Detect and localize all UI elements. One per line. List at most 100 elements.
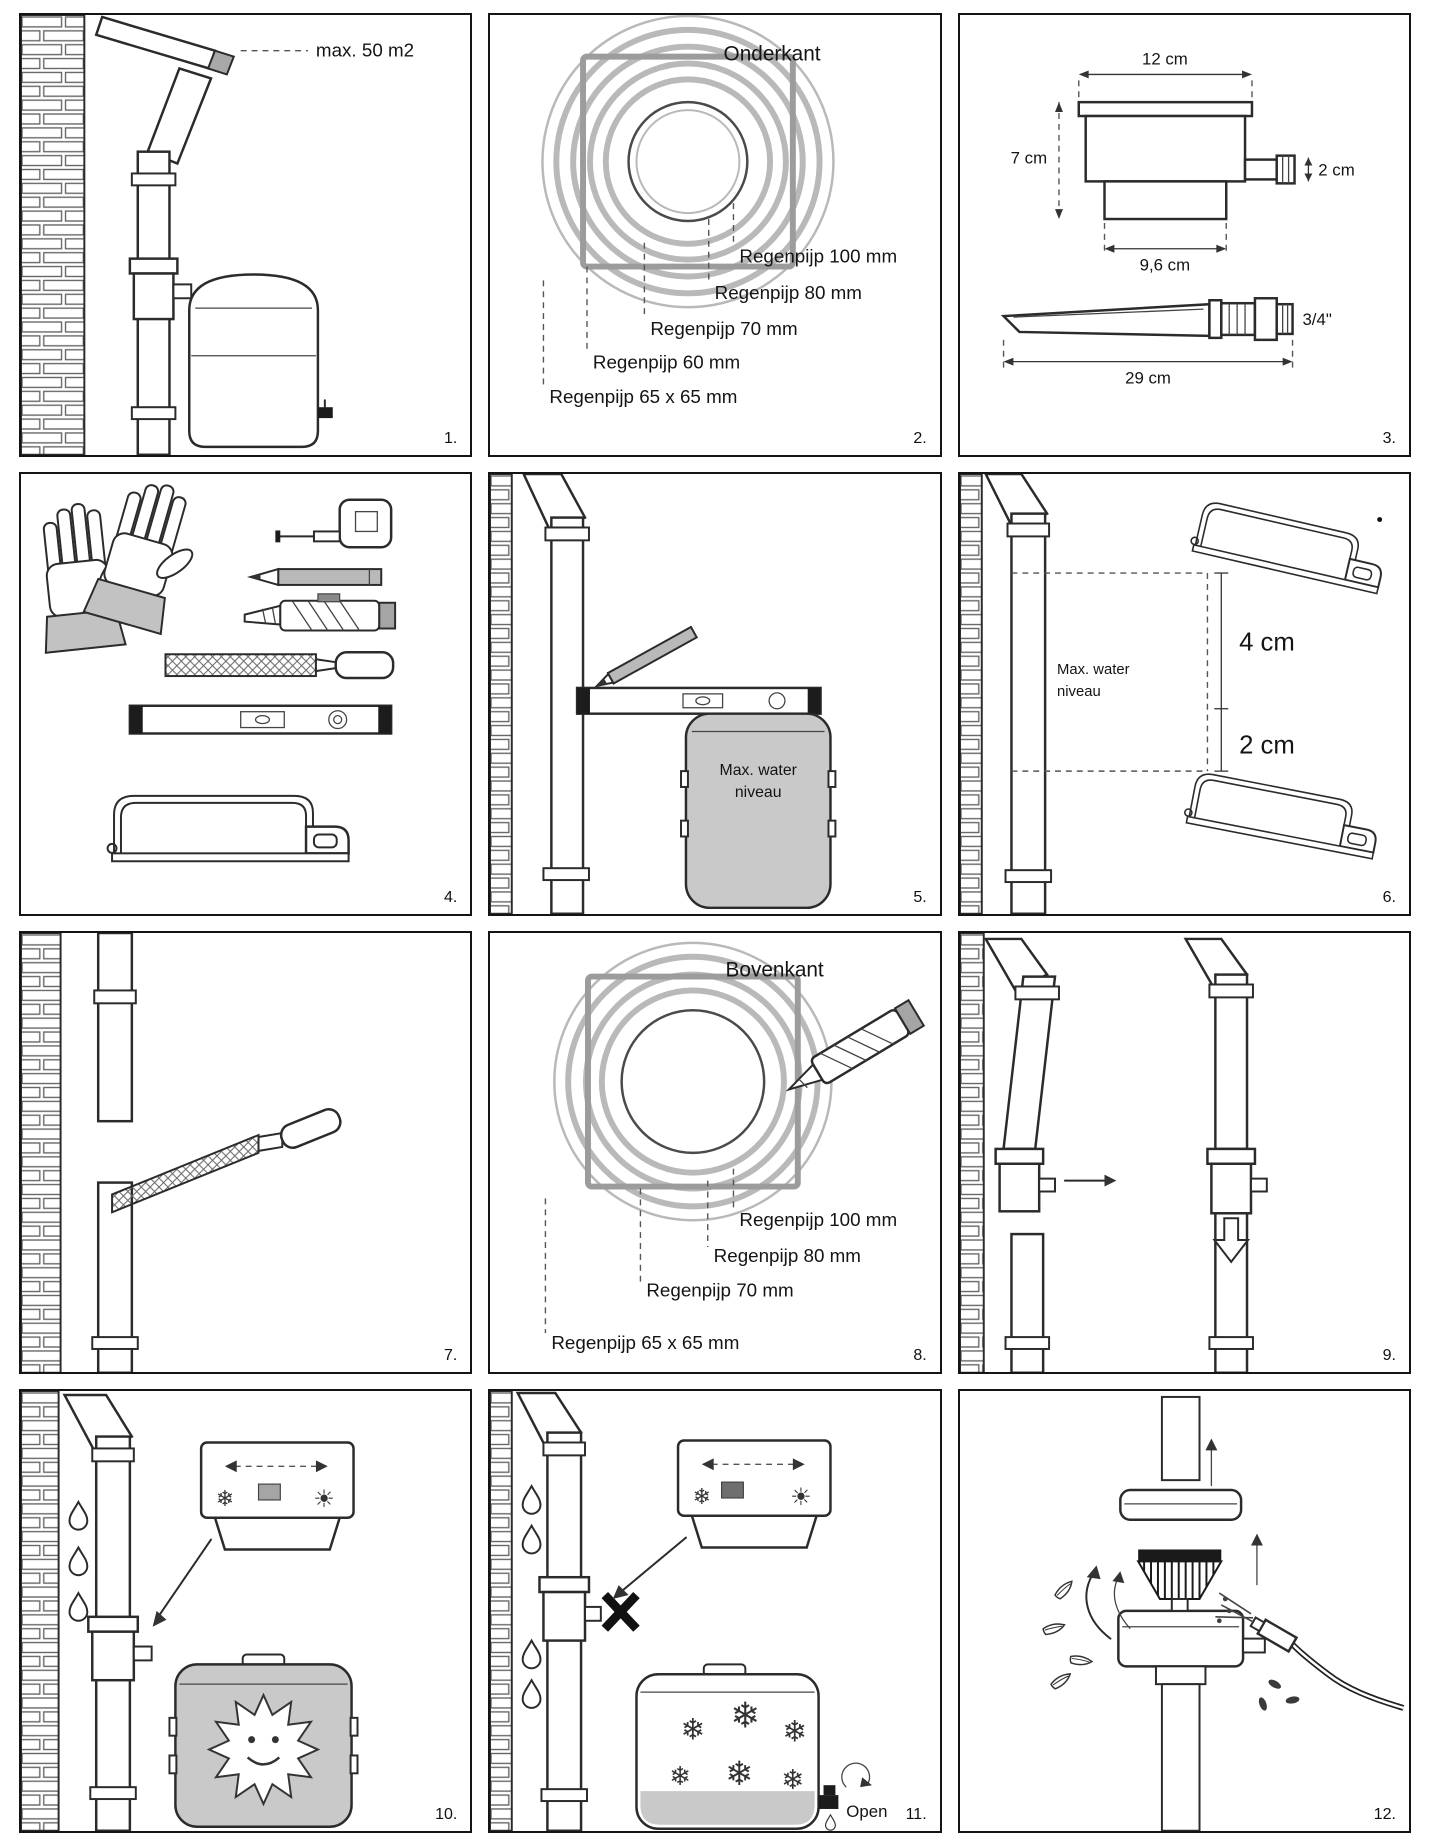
tap-open-label: Open bbox=[847, 1802, 888, 1821]
snowflake-icon: ❄ bbox=[726, 1756, 754, 1793]
x-mark-icon bbox=[601, 1592, 641, 1633]
downpipe-cut bbox=[91, 932, 139, 1373]
pipe-clamp bbox=[1004, 1335, 1050, 1350]
thread-size-label: 3/4" bbox=[1302, 310, 1331, 329]
arrow-left bbox=[224, 1460, 237, 1473]
panel-step-2: Onderkant Regenpijp 100 mm Regenpijp 80 … bbox=[488, 13, 942, 457]
panel-step-6: Max. water niveau 4 cm 2 cm 6. bbox=[957, 471, 1411, 916]
hacksaw-icon bbox=[106, 794, 350, 862]
panel-number: 7. bbox=[443, 1347, 458, 1365]
label-regenpijp-65x65: Regenpijp 65 x 65 mm bbox=[550, 386, 738, 407]
leader-lines bbox=[545, 1168, 735, 1333]
filler-hose bbox=[1000, 297, 1294, 342]
dim-29cm: 29 cm bbox=[1125, 368, 1171, 387]
snowflake-icon: ❄ bbox=[681, 1714, 706, 1747]
panel-number: 5. bbox=[913, 888, 927, 906]
hacksaw-icon bbox=[1187, 497, 1390, 595]
pipe-clamp bbox=[130, 406, 177, 421]
label-regenpijp-70: Regenpijp 70 mm bbox=[651, 318, 798, 339]
water-level bbox=[640, 1791, 815, 1826]
panel-step-9: 9. bbox=[957, 930, 1411, 1375]
view-title: Onderkant bbox=[724, 43, 821, 66]
dot bbox=[1376, 516, 1382, 522]
panel-step-11: ❄ ☀ ❄ ❄ ❄ ❄ ❄ ❄ bbox=[488, 1389, 942, 1833]
panel-step-7: 7. bbox=[19, 930, 473, 1375]
pointer-arrow bbox=[613, 1536, 688, 1600]
arrow-right bbox=[315, 1460, 328, 1473]
leaves bbox=[1040, 1580, 1300, 1711]
pointer-arrow bbox=[152, 1538, 213, 1627]
hose-nut bbox=[1253, 297, 1278, 342]
panel-number: 6. bbox=[1382, 888, 1396, 906]
adapter-top-view bbox=[553, 941, 834, 1221]
hacksaw-icon bbox=[1181, 769, 1383, 860]
label-regenpijp-100: Regenpijp 100 mm bbox=[740, 1209, 898, 1230]
rain-barrel bbox=[188, 273, 333, 449]
panel-number: 4. bbox=[443, 888, 458, 906]
dim-12cm: 12 cm bbox=[1142, 50, 1188, 69]
up-arrows bbox=[1205, 1438, 1263, 1586]
roof-gutter bbox=[94, 15, 236, 76]
max-water-label-1: Max. water bbox=[1057, 662, 1130, 678]
arrow-left bbox=[702, 1458, 715, 1471]
view-title: Bovenkant bbox=[726, 958, 824, 981]
rain-drops bbox=[68, 1501, 89, 1623]
device-body bbox=[1116, 1609, 1244, 1668]
max-water-label-2: niveau bbox=[735, 784, 782, 801]
spray bbox=[1214, 1592, 1253, 1624]
rain-barrel-summer bbox=[168, 1653, 359, 1829]
label-regenpijp-60: Regenpijp 60 mm bbox=[593, 352, 740, 373]
filter-sieve bbox=[1136, 1549, 1223, 1613]
adapter-bottom-view bbox=[541, 15, 835, 309]
cut-dimension: 4 cm 2 cm bbox=[1214, 572, 1295, 772]
panel-step-5: Max. water niveau 5. bbox=[488, 471, 942, 916]
diverter-device bbox=[128, 257, 193, 321]
arrow-right bbox=[1104, 1174, 1117, 1187]
pipe-clamp bbox=[1208, 1335, 1254, 1350]
snowflake-icon: ❄ bbox=[693, 1484, 711, 1509]
device-cap bbox=[1118, 1489, 1242, 1522]
dim-2cm: 2 cm bbox=[1318, 160, 1354, 179]
brick-wall bbox=[490, 473, 514, 914]
panel-number: 10. bbox=[435, 1806, 458, 1823]
downpipe-disassembled bbox=[1116, 1396, 1266, 1831]
garden-hose bbox=[1214, 1592, 1404, 1712]
panel-number: 12. bbox=[1373, 1806, 1396, 1823]
tilted-pipe-with-device bbox=[983, 937, 1117, 1373]
dim-2cm: 2 cm bbox=[1239, 731, 1295, 759]
hose-nozzle bbox=[1248, 1616, 1298, 1654]
brick-wall bbox=[21, 1391, 60, 1831]
panel-number: 1. bbox=[443, 429, 458, 447]
brick-wall bbox=[21, 932, 62, 1373]
downpipe bbox=[522, 473, 591, 914]
arrow-down bbox=[1212, 1216, 1250, 1263]
dim-7cm: 7 cm bbox=[1010, 149, 1046, 168]
snowflake-icon: ❄ bbox=[731, 1696, 761, 1736]
spirit-level-icon bbox=[576, 686, 823, 715]
pipe-clamp bbox=[89, 1786, 137, 1801]
utility-knife-icon bbox=[785, 998, 926, 1091]
diverter-device bbox=[538, 1576, 603, 1643]
label-regenpijp-70: Regenpijp 70 mm bbox=[647, 1279, 794, 1300]
dim-4cm: 4 cm bbox=[1239, 628, 1295, 656]
pipe-clamp bbox=[130, 172, 177, 187]
rain-barrel-winter: ❄ ❄ ❄ ❄ ❄ ❄ bbox=[635, 1663, 821, 1831]
switch-slider bbox=[257, 1483, 281, 1501]
panel-step-10: ❄ ☀ bbox=[19, 1389, 473, 1833]
sun-face-icon bbox=[206, 1692, 321, 1807]
arrow-right bbox=[793, 1458, 806, 1471]
splash-arrows bbox=[1085, 1565, 1131, 1640]
panel-step-1: max. 50 m2 1. bbox=[19, 13, 473, 457]
square-pipe-outline bbox=[580, 53, 797, 270]
downpipe bbox=[984, 473, 1052, 914]
label-regenpijp-65x65: Regenpijp 65 x 65 mm bbox=[552, 1331, 740, 1352]
barrel-tap bbox=[317, 407, 333, 419]
sun-icon: ☀ bbox=[790, 1484, 811, 1511]
barrel-tap bbox=[818, 1762, 873, 1831]
turn-arrow-icon bbox=[841, 1762, 871, 1788]
brick-wall bbox=[490, 1391, 514, 1831]
panel-number: 11. bbox=[905, 1806, 927, 1823]
dim-96cm: 9,6 cm bbox=[1139, 256, 1189, 275]
bottom-width-dimension: 9,6 cm bbox=[1103, 222, 1227, 275]
rain-barrel: Max. water niveau bbox=[680, 712, 837, 909]
